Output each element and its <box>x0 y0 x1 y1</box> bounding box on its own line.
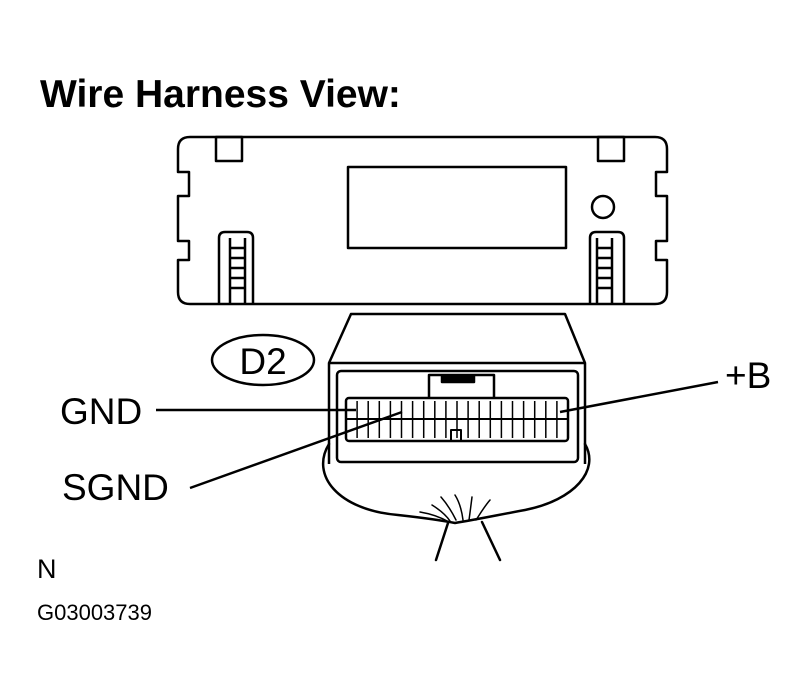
gnd-pin-label: GND <box>60 391 142 432</box>
connector-d2 <box>327 312 587 464</box>
sgnd-leader-line <box>189 410 403 490</box>
leader-lines <box>156 380 719 490</box>
sgnd-pin-label: SGND <box>62 467 169 508</box>
ecu-unit <box>176 135 669 306</box>
connector-code-bubble: D2 <box>210 333 316 387</box>
diagram-title: Wire Harness View: <box>40 73 401 116</box>
figure-id: G03003739 <box>37 600 152 625</box>
note-label: N <box>37 554 57 584</box>
plus-b-leader-line <box>559 380 719 414</box>
connector-pin-cavities <box>356 401 558 438</box>
connector-code-label: D2 <box>239 341 286 382</box>
wire-harness <box>322 442 591 562</box>
plus-b-pin-label: +B <box>725 355 771 396</box>
